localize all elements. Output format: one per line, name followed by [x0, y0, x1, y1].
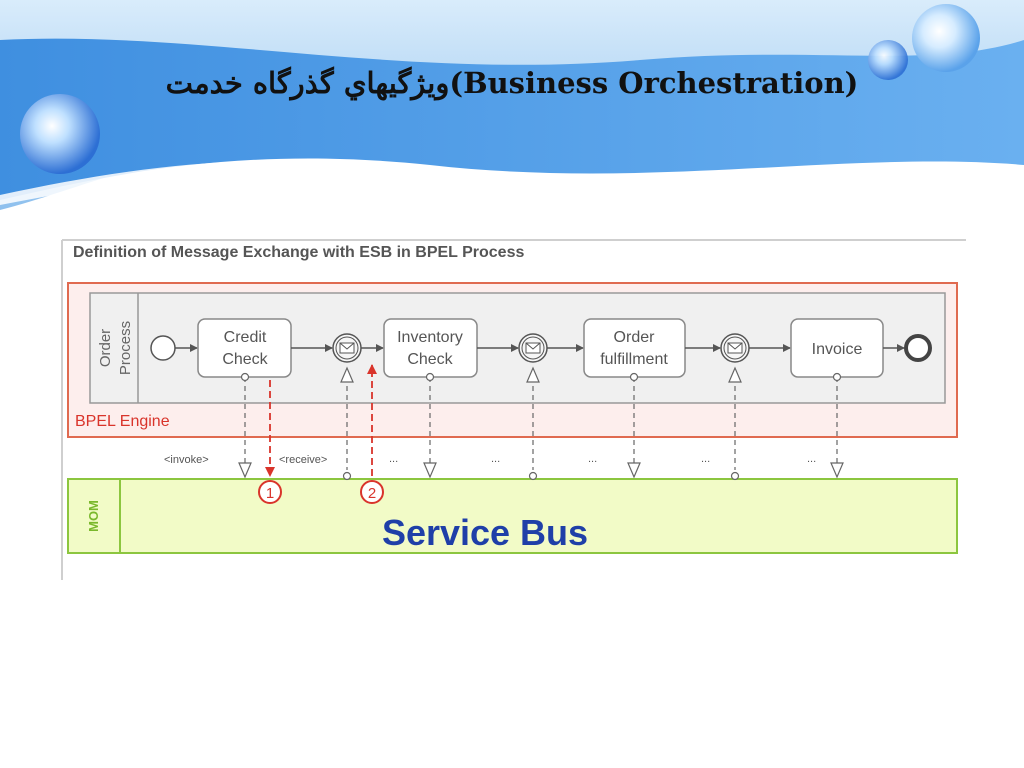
connector-arrowheads [238, 366, 844, 479]
orb-decoration [912, 4, 980, 72]
bpel-engine-label: BPEL Engine [75, 413, 170, 430]
orb-decoration [868, 40, 908, 80]
callout-1-number: 1 [266, 485, 274, 502]
invoke-label: <invoke> [164, 454, 209, 466]
task-label-line2: Check [407, 351, 453, 368]
service-bus-title: Service Bus [381, 512, 589, 553]
start-event [150, 335, 176, 361]
receive-label: <receive> [279, 454, 327, 466]
orb-decoration [20, 94, 100, 174]
ellipsis-label: ... [701, 453, 710, 465]
callout-2-number: 2 [368, 485, 376, 502]
task-label-line1: Credit [224, 329, 267, 346]
pool-label-line2: Process [117, 321, 134, 375]
mom-container [67, 478, 958, 554]
task-label-line1: Inventory [397, 329, 463, 346]
message-event-envelope-icon [518, 333, 548, 363]
message-connectors [244, 377, 838, 470]
task-label-line1: Order [614, 329, 656, 346]
task-label-line2: fulfillment [600, 351, 668, 368]
ellipsis-label: ... [807, 453, 816, 465]
message-event-envelope-icon [720, 333, 750, 363]
header-banner [0, 0, 1024, 215]
end-event [904, 334, 932, 362]
mom-label: MOM [86, 500, 101, 532]
connector-terminals [342, 471, 740, 481]
diagram-heading: Definition of Message Exchange with ESB … [73, 244, 524, 261]
message-event-envelope-icon [332, 333, 362, 363]
task-credit-check [197, 318, 292, 378]
callout-1 [258, 480, 282, 504]
connector-origins [240, 372, 842, 382]
task-inventory-check [383, 318, 478, 378]
task-label-line2: Check [222, 351, 268, 368]
task-order-fulfillment [583, 318, 686, 378]
ellipsis-label: ... [588, 453, 597, 465]
task-label-line1: Invoice [812, 341, 863, 358]
callout-2 [360, 480, 384, 504]
pool-label-line1: Order [97, 329, 114, 367]
ellipsis-label: ... [389, 453, 398, 465]
slide-title: ويژگيهاي گذرگاه خدمت(Business Orchestrat… [165, 66, 859, 100]
ellipsis-label: ... [491, 453, 500, 465]
